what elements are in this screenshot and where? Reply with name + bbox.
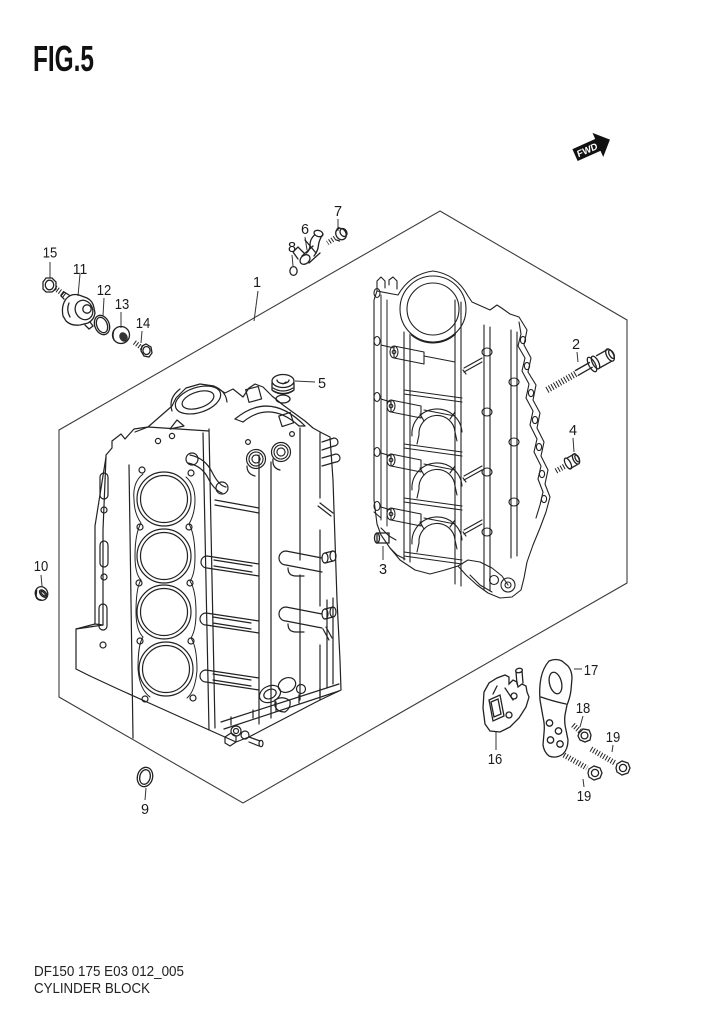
svg-text:19: 19 [577,789,592,805]
svg-text:9: 9 [141,802,149,818]
svg-text:16: 16 [488,752,503,768]
svg-text:14: 14 [136,316,151,332]
svg-text:6: 6 [301,222,309,238]
svg-text:1: 1 [253,275,261,291]
svg-text:12: 12 [97,283,112,299]
svg-text:15: 15 [43,246,58,262]
svg-text:3: 3 [379,562,387,578]
svg-text:5: 5 [318,376,326,392]
svg-text:10: 10 [34,559,49,575]
svg-text:7: 7 [334,204,342,220]
svg-text:17: 17 [584,663,599,679]
svg-text:FWD: FWD [576,141,599,160]
svg-text:CYLINDER BLOCK: CYLINDER BLOCK [34,981,150,997]
svg-text:FIG.5: FIG.5 [33,38,94,79]
svg-text:13: 13 [115,297,130,313]
svg-text:11: 11 [73,262,88,278]
svg-text:2: 2 [572,337,580,353]
svg-text:DF150 175 E03 012_005: DF150 175 E03 012_005 [34,964,184,980]
svg-text:18: 18 [576,701,591,717]
svg-text:8: 8 [288,240,296,256]
svg-text:4: 4 [569,423,577,439]
svg-text:19: 19 [606,730,621,746]
